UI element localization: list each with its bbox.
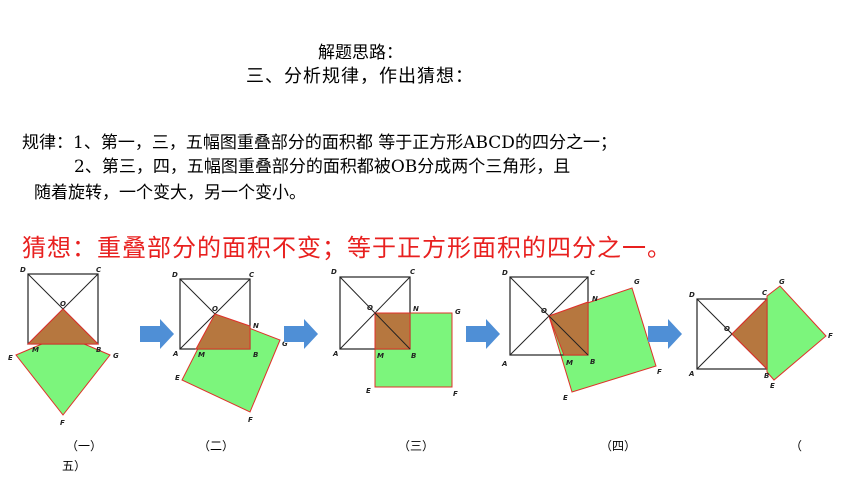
label-m-3: M [377, 352, 384, 360]
label-a-5: A [688, 370, 694, 378]
label-a-4: A [501, 360, 507, 368]
right-arrow-icon [284, 319, 318, 349]
caption-5-rest: 五） [62, 459, 87, 473]
label-f-2: F [248, 416, 253, 424]
label-f-3: F [453, 390, 458, 398]
label-g-5: G [779, 278, 785, 286]
figure-3: D C O N G A M B E F [331, 268, 461, 398]
heading-line-1: 解题思路： [318, 43, 403, 63]
geometry-figures: D C O M B E G F D C O N A M B G E F [8, 266, 833, 427]
label-e-5: E [770, 382, 775, 390]
label-o-4: O [541, 307, 547, 315]
rule-line-3: 随着旋转，一个变大，另一个变小。 [34, 183, 306, 203]
label-g-2: G [282, 340, 288, 348]
heading-line-2: 三、分析规律，作出猜想： [246, 66, 474, 87]
label-c-5: C [762, 289, 768, 297]
label-n-4: N [592, 295, 598, 303]
conjecture-text: 猜想：重叠部分的面积不变；等于正方形面积的四分之一。 [22, 234, 672, 262]
label-f-4: F [657, 368, 662, 376]
label-c-3: C [410, 268, 416, 276]
caption-4: （四） [600, 439, 637, 453]
label-o-5: O [724, 325, 730, 333]
label-b-4: B [590, 358, 595, 366]
label-b-3: B [411, 352, 416, 360]
caption-1: （一） [66, 439, 103, 453]
label-g-4: G [634, 278, 640, 286]
label-e-3: E [366, 387, 371, 395]
overlap-region-1 [26, 308, 100, 345]
label-o-2: O [212, 305, 218, 313]
label-a-3: A [332, 350, 338, 358]
label-g-1: G [113, 352, 119, 360]
label-o-3: O [367, 304, 373, 312]
figure-1: D C O M B E G F [8, 266, 119, 427]
label-b-1: B [96, 346, 101, 354]
label-a-2: A [172, 350, 178, 358]
label-e-1: E [8, 354, 13, 362]
label-g-3: G [455, 308, 461, 316]
square-efg-5 [766, 285, 827, 381]
figure-4: D C O N G A M B F E [501, 269, 662, 402]
label-d-4: D [502, 269, 508, 277]
right-arrow-icon [140, 319, 174, 349]
label-d-1: D [20, 266, 26, 274]
label-e-2: E [175, 374, 180, 382]
label-f-1: F [60, 419, 65, 427]
right-arrow-icon [466, 319, 500, 349]
caption-3: （三） [398, 439, 435, 453]
label-m-4: M [566, 359, 573, 367]
figure-2: D C O N A M B G E F [172, 271, 288, 424]
caption-5-open: （ [790, 439, 803, 453]
label-b-5: B [764, 372, 769, 380]
overlap-region-2 [195, 313, 251, 350]
label-m-2: M [198, 351, 205, 359]
label-d-2: D [172, 271, 178, 279]
label-e-4: E [563, 394, 568, 402]
label-m-1: M [32, 346, 39, 354]
label-f-5: F [828, 332, 833, 340]
label-b-2: B [253, 351, 258, 359]
square-efg-1 [15, 334, 111, 416]
label-c-1: C [96, 266, 102, 274]
rule-line-1: 规律：1、第一，三，五幅图重叠部分的面积都 等于正方形ABCD的四分之一； [22, 133, 617, 153]
label-c-4: C [590, 269, 596, 277]
label-d-5: D [689, 291, 695, 299]
label-o-1: O [60, 300, 66, 308]
right-arrow-icon [648, 319, 682, 349]
label-c-2: C [249, 271, 255, 279]
label-n-3: N [413, 305, 419, 313]
label-d-3: D [331, 268, 337, 276]
label-n-2: N [253, 322, 259, 330]
caption-2: （二） [198, 439, 235, 453]
overlap-region-5 [731, 297, 768, 371]
rule-line-2: 2、第三，四，五幅图重叠部分的面积都被OB分成两个三角形，且 [74, 157, 571, 177]
figure-5: D C G O F A B E [688, 278, 833, 390]
